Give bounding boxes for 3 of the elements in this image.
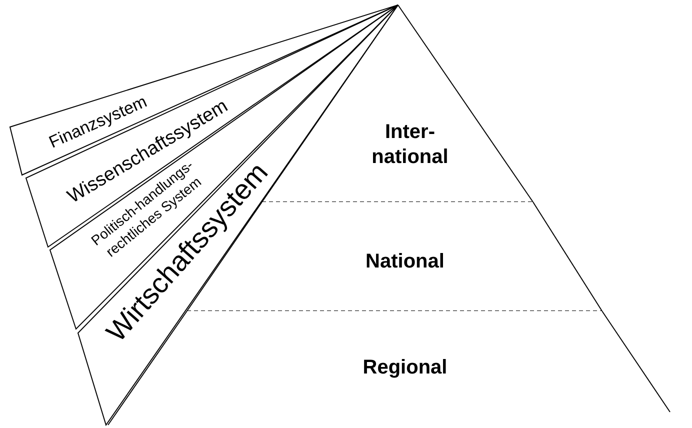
level-label: Inter- national — [370, 120, 450, 170]
level-label: Regional — [362, 356, 448, 380]
level-label: National — [364, 250, 446, 274]
